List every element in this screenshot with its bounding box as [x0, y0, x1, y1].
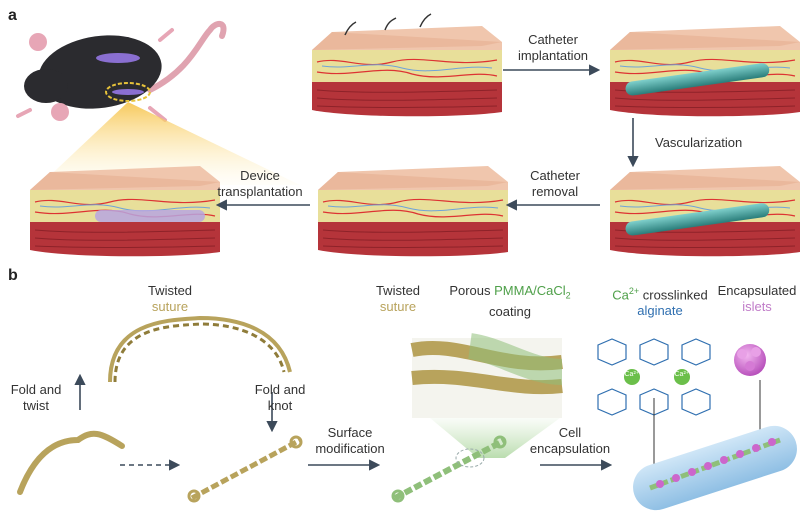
tissue-block-removed	[317, 165, 509, 257]
label-vascularization: Vascularization	[655, 135, 743, 150]
tissue-block-catheter	[609, 25, 800, 117]
ion-label-right: Ca²⁺	[674, 371, 690, 378]
calcium-ion-left	[624, 369, 640, 385]
single-suture	[17, 430, 125, 495]
mouse-illustration	[16, 21, 227, 122]
calcium-ion-right	[674, 369, 690, 385]
capsule-islet	[736, 450, 744, 458]
label-porous-coating: Porous PMMA/CaCl2 coating	[449, 283, 571, 319]
zoomed-suture	[410, 333, 563, 418]
capsule-islet	[704, 462, 712, 470]
coated-suture-chain	[391, 435, 507, 503]
capsule-islet	[720, 456, 728, 464]
encapsulated-device	[633, 425, 797, 511]
capsule-islet	[688, 468, 696, 476]
label-alginate: Ca2+ crosslinked alginate	[612, 286, 708, 319]
capsule-islet	[752, 444, 760, 452]
panel-a-label: a	[8, 7, 17, 24]
islet-cluster	[734, 344, 766, 376]
knotted-suture-chain	[187, 435, 303, 503]
tissue-block-initial	[311, 25, 503, 117]
magnification-beam	[40, 102, 300, 185]
capsule-islet	[656, 480, 664, 488]
panel-b-label: b	[8, 267, 18, 284]
twisted-suture-arc	[108, 315, 292, 383]
ion-label-left: Ca²⁺	[624, 371, 640, 378]
capsule-islets	[656, 438, 776, 488]
catheter	[625, 63, 770, 96]
tissue-block-vascularized	[609, 165, 800, 257]
capsule-islet	[768, 438, 776, 446]
capsule-islet	[672, 474, 680, 482]
alginate-network	[597, 338, 711, 416]
